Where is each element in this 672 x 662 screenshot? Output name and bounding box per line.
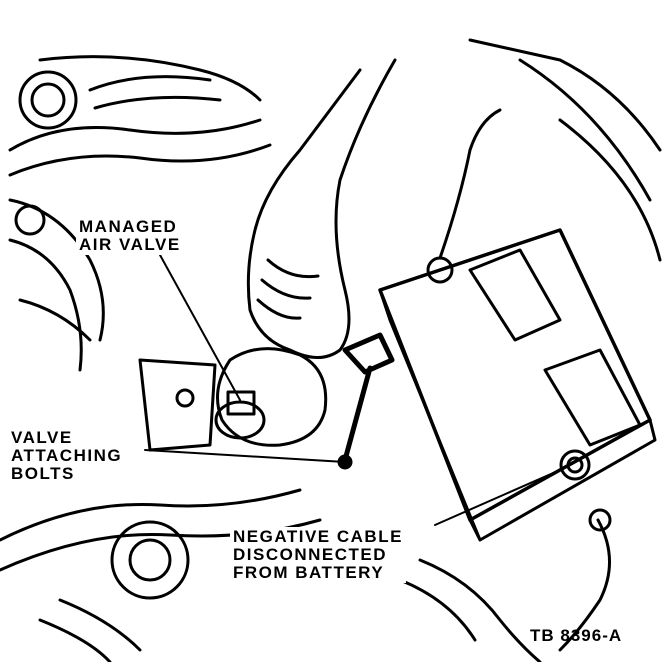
battery — [378, 228, 652, 522]
callout-managed-air-valve: MANAGED AIR VALVE — [76, 217, 184, 255]
disconnected-cable — [558, 518, 611, 652]
callout-line: ATTACHING — [11, 446, 123, 465]
callout-line: VALVE — [11, 428, 73, 447]
battery-vent-strip — [468, 248, 562, 342]
hand-arm — [246, 58, 397, 359]
callout-negative-cable: NEGATIVE CABLE DISCONNECTED FROM BATTERY — [230, 527, 406, 583]
callout-line: NEGATIVE CABLE — [233, 527, 403, 546]
callout-line: BOLTS — [11, 464, 75, 483]
battery-vent-strip-2 — [543, 348, 642, 447]
negative-terminal — [559, 449, 591, 481]
wrench — [342, 332, 395, 463]
callout-line: FROM BATTERY — [233, 563, 385, 582]
hose-upper-left — [8, 55, 272, 177]
hose-lower-right — [398, 558, 542, 662]
fender-outline — [468, 38, 662, 262]
callout-line: AIR VALVE — [79, 235, 181, 254]
managed-air-valve-body — [216, 347, 328, 447]
leader-managed-air-valve — [159, 254, 241, 401]
figure-id: TB 8396-A — [530, 626, 623, 645]
callout-valve-attaching-bolts: VALVE ATTACHING BOLTS — [8, 428, 126, 484]
reservoir-cap — [18, 70, 78, 130]
callout-line: DISCONNECTED — [233, 545, 388, 564]
callout-line: MANAGED — [79, 217, 178, 236]
valve-bracket — [138, 358, 217, 452]
leader-valve-bolts — [144, 449, 346, 463]
leader-negative-cable — [434, 469, 561, 526]
